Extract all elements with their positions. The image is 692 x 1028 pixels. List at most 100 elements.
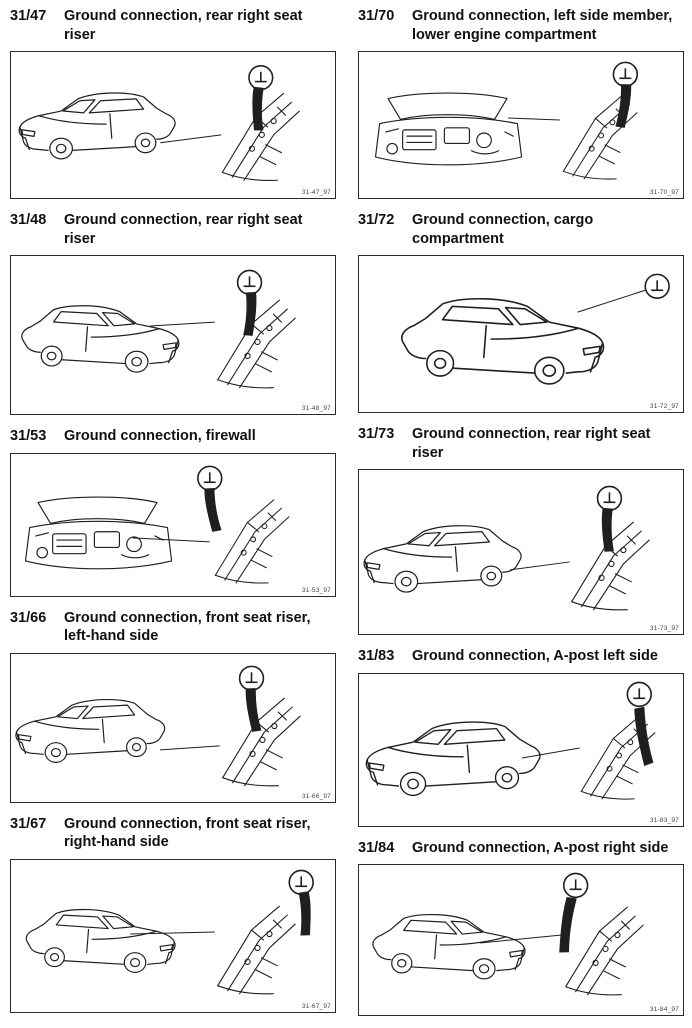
leader-line bbox=[577, 289, 646, 313]
engine-bay-outline bbox=[24, 496, 173, 570]
figure-illustration bbox=[21, 269, 296, 389]
figure-box: 31-83_97 bbox=[358, 672, 684, 827]
car-outline bbox=[25, 908, 176, 973]
figure-id: 31-70_97 bbox=[649, 189, 679, 197]
figure-box: 31-47_97 bbox=[10, 51, 336, 200]
entry-31-73: 31/73 Ground connection, rear right seat… bbox=[358, 425, 684, 636]
leader-line bbox=[150, 321, 215, 327]
ground-symbol-icon bbox=[238, 665, 269, 734]
entry-title: Ground connection, front seat riser, rig… bbox=[64, 815, 311, 851]
figure-id: 31-84_97 bbox=[649, 1006, 679, 1014]
left-column: 31/47 Ground connection, rear right seat… bbox=[10, 7, 336, 1025]
entry-31-66: 31/66 Ground connection, front seat rise… bbox=[10, 609, 336, 803]
entry-heading: 31/47 Ground connection, rear right seat… bbox=[10, 7, 336, 44]
entry-heading: 31/53 Ground connection, firewall bbox=[10, 427, 336, 446]
detail-view bbox=[217, 905, 296, 995]
leader-line bbox=[160, 134, 222, 144]
detail-view bbox=[565, 907, 644, 996]
entry-code: 31/47 bbox=[10, 8, 47, 24]
detail-view bbox=[222, 697, 301, 787]
figure-box: 31-84_97 bbox=[358, 864, 684, 1017]
entry-code: 31/53 bbox=[10, 428, 47, 445]
entry-title: Ground connection, rear right seat riser bbox=[412, 426, 651, 461]
entry-code: 31/48 bbox=[10, 212, 47, 229]
car-outline bbox=[365, 721, 541, 796]
figure-id: 31-72_97 bbox=[649, 403, 679, 411]
entry-code: 31/66 bbox=[10, 609, 47, 626]
figure-illustration bbox=[363, 485, 650, 611]
figure-illustration bbox=[18, 65, 300, 182]
figure-id: 31-83_97 bbox=[649, 816, 679, 824]
leader-line bbox=[508, 117, 560, 121]
figure-box: 31-67_97 bbox=[10, 858, 336, 1013]
leader-line bbox=[130, 931, 215, 935]
car-outline bbox=[18, 92, 176, 160]
leader-line bbox=[521, 747, 580, 759]
entry-heading: 31/67 Ground connection, front seat rise… bbox=[10, 815, 336, 852]
leader-line bbox=[132, 537, 210, 543]
entry-title: Ground connection, A-post left side bbox=[412, 648, 658, 665]
entry-code: 31/72 bbox=[358, 212, 395, 229]
entry-title: Ground connection, rear right seat riser bbox=[64, 8, 303, 43]
leader-line bbox=[480, 934, 562, 944]
figure-box: 31-48_97 bbox=[10, 255, 336, 416]
entry-heading: 31/72 Ground connection, cargo compartme… bbox=[358, 211, 684, 248]
entry-title: Ground connection, left side member, low… bbox=[412, 8, 673, 43]
entry-code: 31/70 bbox=[358, 8, 395, 24]
entry-31-48: 31/48 Ground connection, rear right seat… bbox=[10, 211, 336, 416]
figure-id: 31-53_97 bbox=[301, 586, 331, 594]
figure-id: 31-48_97 bbox=[301, 405, 331, 413]
figure-id: 31-67_97 bbox=[301, 1002, 331, 1010]
entry-code: 31/73 bbox=[358, 426, 395, 443]
entry-heading: 31/73 Ground connection, rear right seat… bbox=[358, 425, 684, 462]
ground-symbol-icon bbox=[197, 465, 228, 533]
figure-box: 31-66_97 bbox=[10, 652, 336, 803]
figure-illustration bbox=[15, 665, 301, 787]
figure-box: 31-53_97 bbox=[10, 452, 336, 597]
entry-title: Ground connection, firewall bbox=[64, 428, 256, 445]
car-outline bbox=[401, 298, 605, 385]
car-outline bbox=[21, 305, 180, 373]
entry-code: 31/67 bbox=[10, 815, 47, 832]
car-outline bbox=[15, 698, 166, 763]
engine-bay-outline bbox=[374, 92, 523, 166]
figure-box: 31-73_97 bbox=[358, 469, 684, 636]
figure-id: 31-47_97 bbox=[301, 189, 331, 197]
entry-31-67: 31/67 Ground connection, front seat rise… bbox=[10, 815, 336, 1013]
car-outline bbox=[363, 525, 522, 593]
entry-heading: 31/48 Ground connection, rear right seat… bbox=[10, 211, 336, 248]
detail-view bbox=[217, 299, 296, 389]
ground-symbol-icon bbox=[286, 869, 323, 939]
ground-symbol-icon bbox=[546, 872, 589, 957]
figure-illustration bbox=[374, 61, 639, 180]
figure-illustration bbox=[24, 465, 290, 584]
entry-code: 31/84 bbox=[358, 839, 395, 856]
figure-illustration bbox=[365, 681, 658, 800]
figure-illustration bbox=[401, 273, 670, 385]
entry-31-84: 31/84 Ground connection, A-post right si… bbox=[358, 839, 684, 1017]
ground-symbol-icon bbox=[644, 273, 670, 300]
entry-code: 31/83 bbox=[358, 648, 395, 665]
figure-illustration bbox=[25, 869, 323, 995]
entry-heading: 31/70 Ground connection, left side membe… bbox=[358, 7, 684, 44]
figure-box: 31-72_97 bbox=[358, 255, 684, 414]
ground-symbol-icon bbox=[233, 269, 267, 339]
leader-line bbox=[160, 745, 220, 751]
leader-line bbox=[510, 561, 570, 571]
entry-heading: 31/83 Ground connection, A-post left sid… bbox=[358, 647, 684, 666]
entry-31-53: 31/53 Ground connection, firewall 31-53_… bbox=[10, 427, 336, 597]
entry-heading: 31/84 Ground connection, A-post right si… bbox=[358, 839, 684, 858]
entry-31-70: 31/70 Ground connection, left side membe… bbox=[358, 7, 684, 200]
entry-31-83: 31/83 Ground connection, A-post left sid… bbox=[358, 647, 684, 827]
detail-view bbox=[214, 498, 290, 584]
car-outline bbox=[372, 914, 526, 980]
entry-31-47: 31/47 Ground connection, rear right seat… bbox=[10, 7, 336, 200]
entry-title: Ground connection, rear right seat riser bbox=[64, 212, 303, 247]
entry-title: Ground connection, front seat riser, lef… bbox=[64, 609, 311, 645]
figure-box: 31-70_97 bbox=[358, 51, 684, 200]
entry-title: Ground connection, cargo compartment bbox=[412, 212, 594, 247]
ground-symbol-icon bbox=[591, 485, 626, 555]
ground-symbol-icon bbox=[240, 65, 276, 134]
figure-id: 31-73_97 bbox=[649, 625, 679, 633]
